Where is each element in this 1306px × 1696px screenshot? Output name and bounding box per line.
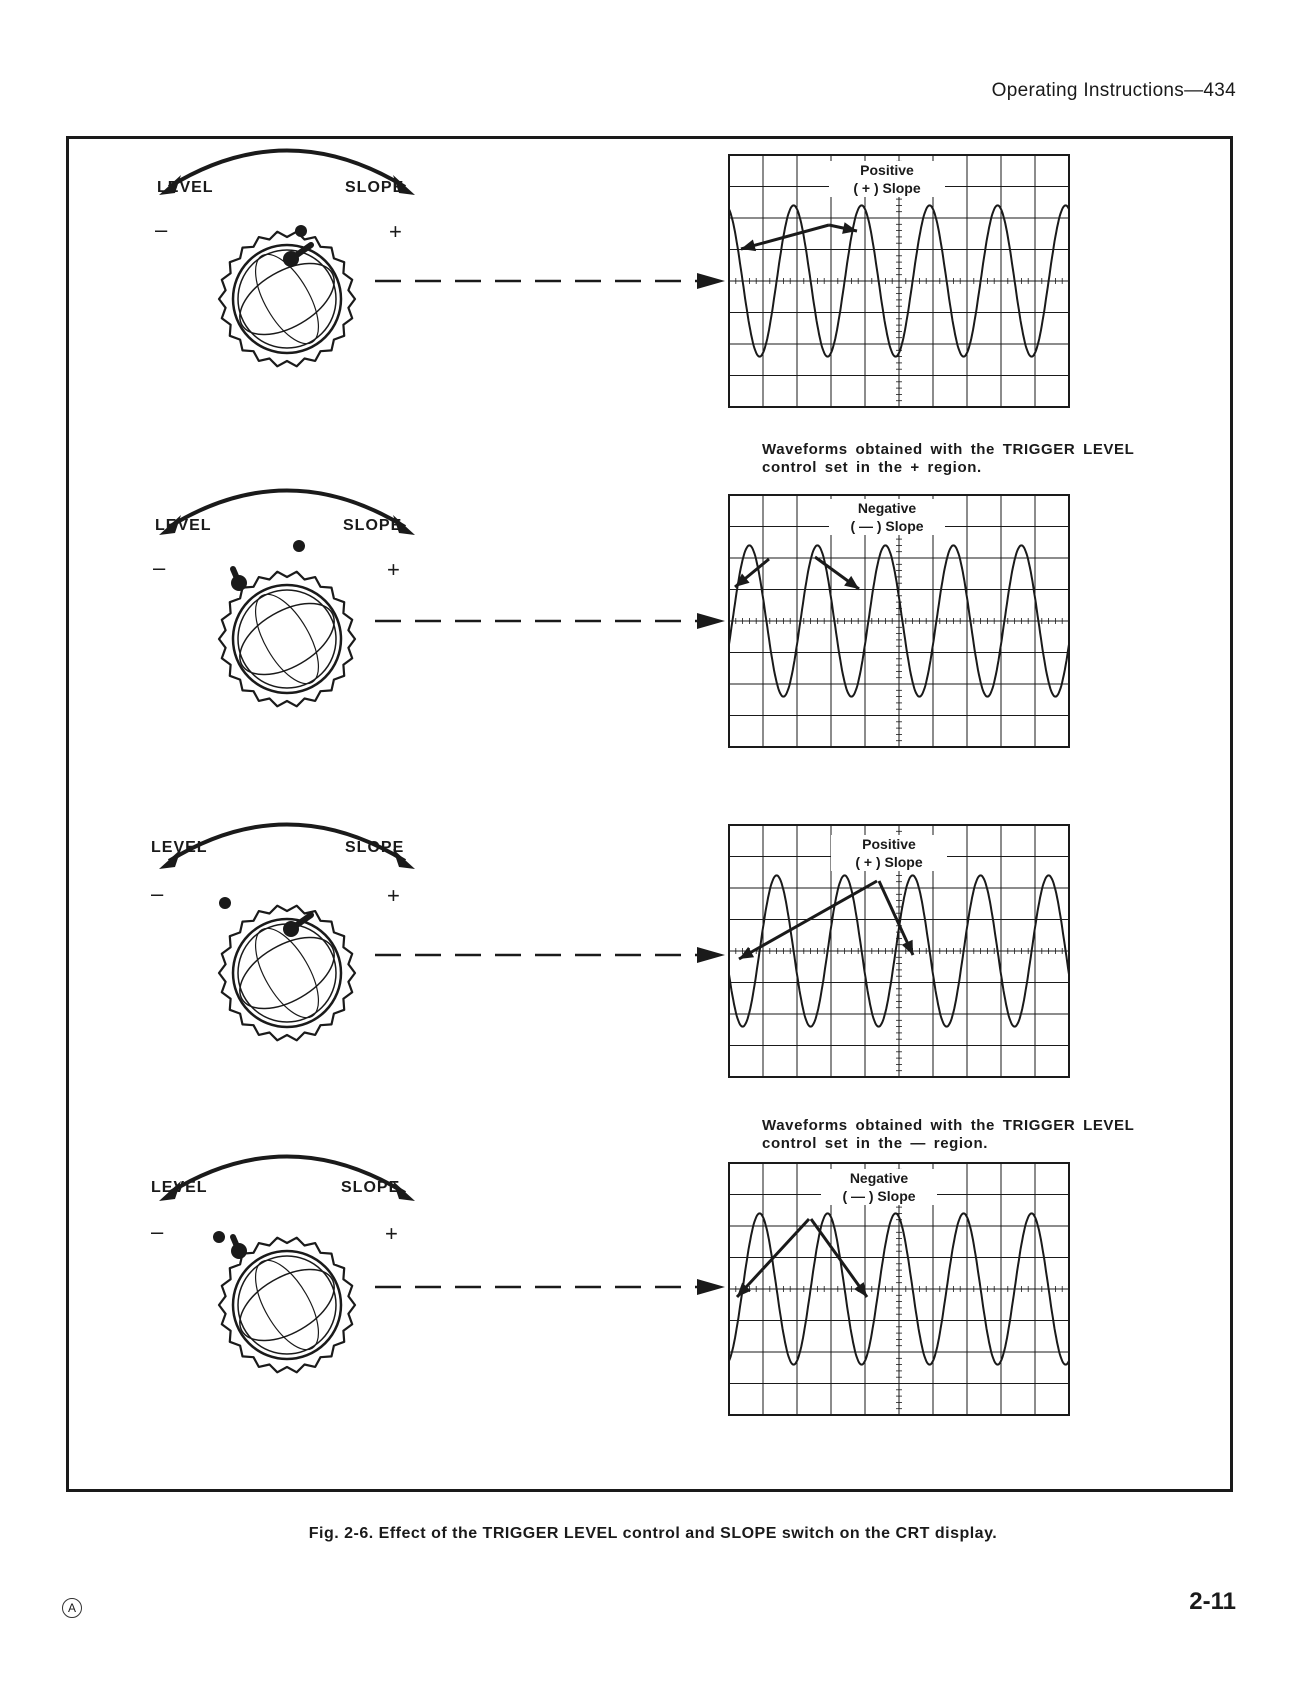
slope-arrowhead-icon bbox=[842, 222, 857, 234]
curved-arrow bbox=[167, 488, 407, 529]
slope-arrowhead-icon bbox=[741, 239, 757, 252]
figure-caption: Fig. 2-6. Effect of the TRIGGER LEVEL co… bbox=[308, 1525, 998, 1542]
arrowhead-right-icon bbox=[393, 175, 415, 195]
slope-arrowhead-icon bbox=[844, 575, 859, 589]
slope-annotation-line1: Positive bbox=[862, 836, 916, 852]
slope-arrowhead-icon bbox=[739, 946, 755, 959]
knob-diagram bbox=[159, 822, 1070, 1078]
figure-frame: LEVEL SLOPE – + Positive ( + ) Slope Wav… bbox=[66, 136, 1233, 1492]
knob-inner-ring-icon bbox=[237, 249, 337, 349]
waveform-trace bbox=[728, 204, 1070, 358]
level-knob-center-icon bbox=[283, 921, 299, 937]
knob-ellipse-icon bbox=[239, 1268, 335, 1342]
page-number: 2-11 bbox=[1189, 1588, 1236, 1615]
minus-sign: – bbox=[155, 217, 168, 242]
level-knob-center-icon bbox=[231, 1243, 247, 1259]
level-knob-center-icon bbox=[283, 251, 299, 267]
slope-annotation: Positive ( + ) Slope bbox=[831, 835, 947, 871]
knob-ellipse-icon bbox=[239, 262, 335, 336]
curved-arrow bbox=[167, 822, 407, 863]
knob-outer-icon bbox=[217, 570, 357, 708]
arrowhead-left-icon bbox=[159, 175, 181, 195]
minus-sign: – bbox=[153, 555, 166, 580]
curved-arrow bbox=[167, 1154, 407, 1195]
connector-arrowhead-icon bbox=[697, 273, 725, 289]
slope-pointer-line bbox=[809, 1218, 869, 1298]
slope-annotation-line1: Negative bbox=[849, 1170, 909, 1186]
plus-sign: + bbox=[389, 219, 402, 244]
knob-ellipse-icon bbox=[254, 1259, 320, 1351]
knob-ring-icon bbox=[231, 917, 343, 1029]
slope-arrowhead-icon bbox=[735, 573, 750, 587]
slope-annotation-line1: Positive bbox=[860, 162, 914, 178]
level-knob-center-icon bbox=[231, 575, 247, 591]
panel-2: LEVEL SLOPE – + Negative ( — ) Slope bbox=[69, 479, 1230, 819]
curved-arrow bbox=[167, 148, 407, 189]
knob-ellipse-icon bbox=[239, 936, 335, 1010]
arrowhead-right-icon bbox=[393, 849, 415, 869]
slope-annotation: Negative ( — ) Slope bbox=[829, 499, 945, 535]
knob-ellipse-icon bbox=[239, 602, 335, 676]
plus-sign: + bbox=[385, 1221, 398, 1246]
arrowhead-left-icon bbox=[159, 1181, 181, 1201]
circled-a-mark: A bbox=[62, 1598, 82, 1618]
slope-annotation-line2: ( + ) Slope bbox=[853, 180, 921, 196]
slope-pointer-line bbox=[735, 1217, 811, 1299]
waveform-trace bbox=[728, 544, 1070, 698]
slope-annotation-line1: Negative bbox=[857, 500, 917, 516]
knob-diagram bbox=[159, 488, 1070, 748]
knob-ring-icon bbox=[231, 243, 343, 355]
slope-dot-icon bbox=[295, 225, 307, 237]
plus-sign: + bbox=[387, 557, 400, 582]
slope-annotation-line2: ( — ) Slope bbox=[850, 518, 924, 534]
knob-ring-icon bbox=[231, 1249, 343, 1361]
connector-arrowhead-icon bbox=[697, 613, 725, 629]
knob-ring-icon bbox=[231, 583, 343, 695]
arrowhead-right-icon bbox=[393, 1181, 415, 1201]
connector-arrowhead-icon bbox=[697, 1279, 725, 1295]
minus-sign: – bbox=[151, 1219, 164, 1244]
slope-pointer-line bbox=[738, 879, 878, 961]
waveform-trace bbox=[728, 1212, 1070, 1366]
waveform-caption: Waveforms obtained with the TRIGGER LEVE… bbox=[762, 441, 1135, 476]
knob-diagram bbox=[159, 148, 1070, 408]
arrowhead-left-icon bbox=[159, 515, 181, 535]
slope-annotation-line2: ( — ) Slope bbox=[842, 1188, 916, 1204]
connector-arrowhead-icon bbox=[697, 947, 725, 963]
slope-label: SLOPE bbox=[343, 517, 403, 534]
knob-ellipse-icon bbox=[254, 593, 320, 685]
plus-sign: + bbox=[387, 883, 400, 908]
knob-ellipse-icon bbox=[254, 927, 320, 1019]
knob-inner-ring-icon bbox=[237, 589, 337, 689]
slope-annotation: Negative ( — ) Slope bbox=[821, 1169, 937, 1205]
knob-outer-icon bbox=[217, 230, 357, 368]
slope-pointer-line bbox=[740, 223, 830, 251]
arrowhead-left-icon bbox=[159, 849, 181, 869]
waveform-caption: Waveforms obtained with the TRIGGER LEVE… bbox=[762, 1117, 1135, 1152]
panel-1: LEVEL SLOPE – + Positive ( + ) Slope Wav… bbox=[69, 139, 1230, 479]
slope-label: SLOPE bbox=[345, 179, 405, 196]
minus-sign: – bbox=[151, 881, 164, 906]
panel-3: LEVEL SLOPE – + Positive ( + ) Slope Wav… bbox=[69, 809, 1230, 1152]
knob-inner-ring-icon bbox=[237, 1255, 337, 1355]
knob-ellipse-icon bbox=[254, 253, 320, 345]
slope-arrowhead-icon bbox=[854, 1282, 867, 1297]
knob-diagram bbox=[159, 1154, 1070, 1416]
page-header: Operating Instructions—434 bbox=[991, 80, 1236, 101]
slope-dot-icon bbox=[219, 897, 231, 909]
level-label: LEVEL bbox=[151, 839, 208, 856]
slope-dot-icon bbox=[213, 1231, 225, 1243]
arrowhead-right-icon bbox=[393, 515, 415, 535]
slope-dot-icon bbox=[293, 540, 305, 552]
slope-annotation: Positive ( + ) Slope bbox=[829, 161, 945, 197]
slope-arrowhead-icon bbox=[901, 939, 913, 955]
slope-annotation-line2: ( + ) Slope bbox=[855, 854, 923, 870]
slope-arrowhead-icon bbox=[737, 1282, 751, 1297]
panel-4: LEVEL SLOPE – + Negative ( — ) Slope bbox=[69, 1147, 1230, 1487]
